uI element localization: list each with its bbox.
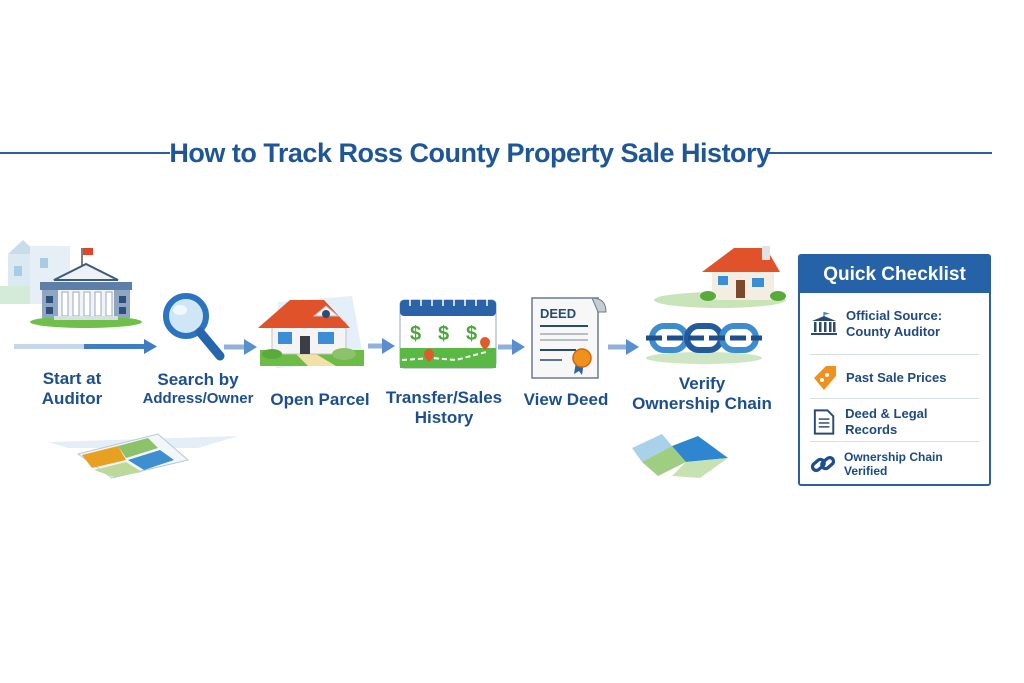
- magnifier-icon: [163, 293, 225, 361]
- step-2-line-2: Address/Owner: [142, 389, 254, 407]
- step-label-view-deed: View Deed: [523, 390, 609, 409]
- step-4-line-1: Transfer/Sales: [385, 388, 503, 407]
- step-6-line-2: Ownership Chain: [632, 393, 772, 413]
- svg-text:$: $: [410, 323, 421, 345]
- price-tag-icon: [814, 366, 836, 390]
- checklist-item-1-line-1: Official Source:: [846, 308, 943, 323]
- step-label-transfer-history: Transfer/Sales History: [378, 388, 510, 427]
- checklist-item-ownership-verified: Ownership Chain Verified: [810, 450, 979, 479]
- checklist-item-2-label: Past Sale Prices: [846, 370, 947, 386]
- page-title: How to Track Ross County Property Sale H…: [169, 138, 771, 168]
- flow-arrow-1: [14, 339, 157, 354]
- checklist-item-4-label: Ownership Chain Verified: [844, 450, 943, 479]
- house-icon: [258, 296, 364, 368]
- step-label-search: Search by Address/Owner: [128, 370, 268, 407]
- svg-text:$: $: [466, 323, 477, 345]
- step-label-open-parcel: Open Parcel: [270, 390, 370, 409]
- step-1-line-2: Auditor: [41, 388, 103, 408]
- courthouse-icon: [811, 311, 837, 335]
- quick-checklist-panel: Quick Checklist Official Source: County …: [798, 254, 991, 486]
- link-icon: [810, 456, 836, 473]
- map-icon: [48, 433, 238, 479]
- step-1-line-1: Start at: [42, 369, 102, 388]
- parcel-map-icon: [632, 434, 728, 478]
- calendar-money-icon: $ $ $: [399, 298, 497, 369]
- divider: [810, 398, 979, 399]
- document-icon: [813, 408, 835, 435]
- flow-arrow-2: [224, 339, 257, 355]
- checklist-item-3-label: Deed & Legal Records: [845, 406, 928, 437]
- small-house-icon: [654, 246, 786, 308]
- svg-text:DEED: DEED: [540, 306, 576, 321]
- checklist-item-1-line-2: County Auditor: [846, 323, 941, 339]
- step-2-line-1: Search by: [157, 370, 239, 389]
- step-4-line-2: History: [414, 407, 474, 427]
- checklist-item-official-source: Official Source: County Auditor: [810, 308, 979, 339]
- flow-arrow-5: [608, 339, 639, 355]
- title-rule-right: [766, 152, 992, 154]
- step-label-verify-chain: Verify Ownership Chain: [626, 374, 778, 413]
- deed-document-icon: DEED: [531, 297, 607, 379]
- step-6-line-1: Verify: [678, 374, 726, 393]
- courthouse-icon: [30, 248, 142, 328]
- checklist-title: Quick Checklist: [800, 256, 989, 293]
- checklist-item-deed-records: Deed & Legal Records: [810, 406, 979, 437]
- checklist-item-past-sale-prices: Past Sale Prices: [810, 364, 979, 392]
- flow-arrow-3: [368, 338, 395, 354]
- svg-text:$: $: [438, 323, 449, 345]
- chain-icon: [646, 323, 762, 364]
- flow-arrow-4: [498, 339, 525, 355]
- title-rule-left: [0, 152, 170, 154]
- step-label-start-at-auditor: Start at Auditor: [22, 369, 122, 408]
- divider: [810, 441, 979, 442]
- divider: [810, 354, 979, 355]
